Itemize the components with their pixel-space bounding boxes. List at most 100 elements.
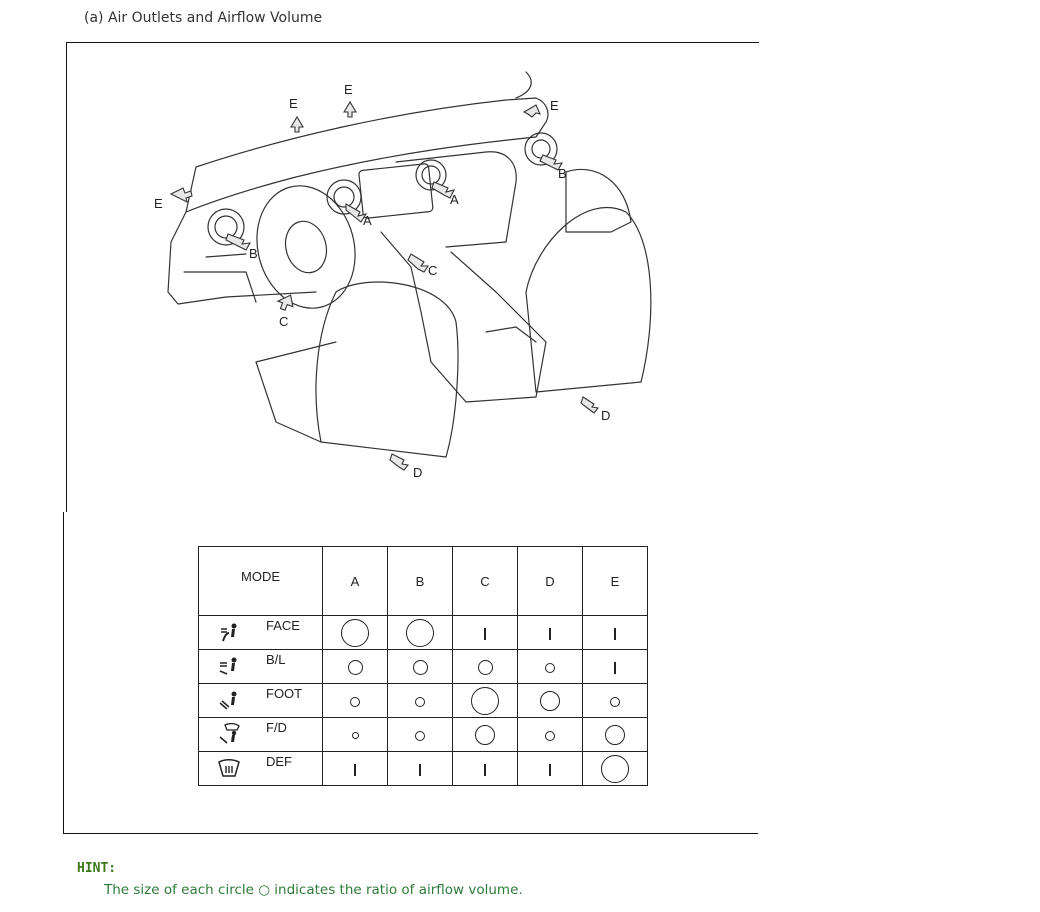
airflow-value-cell [322,615,388,650]
figure-frame-bottom [63,512,758,834]
arrow-d-bottom [389,453,410,471]
airflow-circle [351,732,359,740]
section-title: (a) Air Outlets and Airflow Volume [84,10,323,26]
mode-label: B/L [266,652,286,667]
vent-left [207,208,245,246]
label-c-right: C [428,263,437,278]
airflow-value-cell [387,717,453,752]
header-outlet-b: B [387,546,453,616]
airflow-value-cell [582,649,648,684]
vent-center-left [326,179,362,215]
defrost-mode-icon [217,757,241,781]
airflow-circle [406,618,434,647]
no-airflow-dash [614,661,616,674]
airflow-value-cell [582,751,648,786]
airflow-value-cell [517,649,583,684]
airflow-value-cell [322,717,388,752]
arrow-a-right [431,181,456,199]
airflow-circle [415,696,425,707]
airflow-value-cell [322,751,388,786]
airflow-value-cell [517,717,583,752]
airflow-value-cell [452,615,518,650]
label-a-right: A [450,192,459,207]
no-airflow-dash [614,627,616,640]
seat-right [525,206,652,393]
label-e-top-center: E [344,82,353,97]
steering-wheel [256,185,356,309]
foot-mode-icon [217,689,241,713]
header-outlet-e: E [582,546,648,616]
center-console [380,231,547,403]
hint-text: The size of each circle ○ indicates the … [104,882,523,898]
vent-right [524,132,558,166]
airflow-value-cell [387,649,453,684]
dashboard-outline [185,97,549,213]
airflow-value-cell [582,683,648,718]
airflow-value-cell [322,649,388,684]
mode-cell: DEF [198,751,323,786]
arrow-e-left [169,187,193,204]
airflow-circle [471,686,499,715]
arrow-b-left [225,233,252,251]
table-row: F/D [198,717,648,752]
mode-label: DEF [266,754,292,769]
airflow-value-cell [582,615,648,650]
airflow-circle [610,696,620,707]
airflow-value-cell [387,683,453,718]
airflow-circle [540,690,560,711]
airflow-value-cell [452,649,518,684]
figure-frame-top [66,42,759,512]
label-d-right: D [601,408,610,423]
mode-label: FOOT [266,686,303,701]
airflow-circle [605,724,625,745]
table-row: FACE [198,615,648,650]
arrow-e-top-left [290,115,304,133]
arrow-c-left [276,294,294,311]
airflow-value-cell [517,751,583,786]
arrow-e-top-center [343,100,357,118]
airflow-value-cell [452,683,518,718]
label-e-top-left: E [289,96,298,111]
mode-label: F/D [266,720,287,735]
seat-left [315,281,459,458]
airflow-mode-table: MODE A B C D E FACE B/L FOOT F/D DEF [198,546,648,786]
airflow-circle [347,659,363,675]
airflow-value-cell [387,615,453,650]
table-row: B/L [198,649,648,684]
airflow-circle [412,659,428,675]
airflow-value-cell [452,751,518,786]
mode-label: FACE [266,618,300,633]
arrow-d-right [580,396,600,414]
airflow-value-cell [322,683,388,718]
foot-defrost-mode-icon [217,722,241,747]
header-mode: MODE [198,546,323,616]
vent-center-right [415,159,447,191]
no-airflow-dash [484,627,486,640]
cabin-airflow-illustration: E E E E A A B B C C D D [154,71,652,480]
table-header-row: MODE A B C D E [198,546,648,616]
airflow-circle [350,696,360,707]
arrow-e-right [522,104,541,118]
arrow-b-right [539,154,564,171]
airflow-circle [601,754,629,783]
face-mode-icon [217,621,241,645]
label-e-left: E [154,196,163,211]
airflow-value-cell [517,683,583,718]
header-outlet-c: C [452,546,518,616]
airflow-circle [475,724,495,745]
mode-cell: B/L [198,649,323,684]
label-a-left: A [363,213,372,228]
airflow-value-cell [582,717,648,752]
table-row: FOOT [198,683,648,718]
label-b-right: B [558,166,567,181]
no-airflow-dash [484,763,486,776]
hint-label: HINT: [77,861,117,876]
airflow-circle [545,662,555,673]
airflow-circle [477,659,493,675]
airflow-value-cell [452,717,518,752]
airflow-circle [545,730,555,741]
header-outlet-d: D [517,546,583,616]
label-e-right: E [550,98,559,113]
airflow-value-cell [387,751,453,786]
arrow-a-left [345,203,368,223]
